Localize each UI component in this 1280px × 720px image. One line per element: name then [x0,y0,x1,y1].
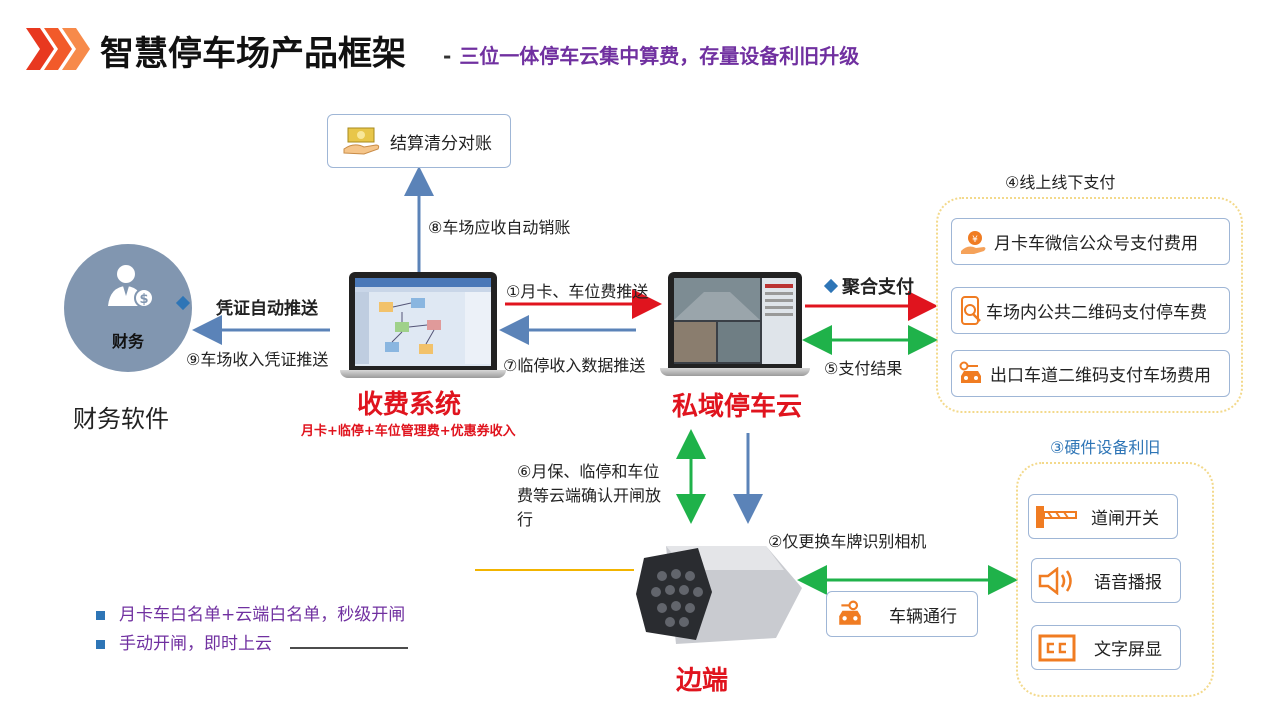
private-cloud-label: 私域停车云 [672,392,803,422]
car-key-icon [839,600,861,625]
license-plate-camera-icon [636,546,802,644]
settlement-label: 结算清分对账 [390,133,492,154]
svg-text:¥: ¥ [972,235,978,245]
payment-item-label: 出口车道二维码支付车场费用 [990,366,1211,386]
charging-system-sub: 月卡+临停+车位管理费+优惠券收入 [301,424,516,439]
charging-system-laptop [340,272,506,380]
payment-group [936,197,1243,413]
subtitle-dash: - [443,44,452,68]
fee-push-label: ①月卡、车位费推送 [506,282,649,301]
money-hand-icon [343,127,380,155]
hardware-item-barrier: 道闸开关 [1028,494,1178,539]
voucher-push-label: 凭证自动推送 [216,299,318,319]
hardware-group [1016,462,1214,697]
pay-result-label: ⑤支付结果 [824,359,903,378]
display-cc-icon [1038,634,1076,661]
bullet-square-icon [96,639,105,649]
coin-hand-icon: ¥ [961,230,986,254]
camera-only-label: ②仅更换车牌识别相机 [768,532,927,551]
settlement-box: 结算清分对账 [327,114,511,168]
hardware-item-display: 文字屏显 [1031,625,1181,670]
hardware-item-label: 道闸开关 [1091,509,1159,529]
hardware-item-speaker: 语音播报 [1031,558,1181,603]
hardware-item-label: 文字屏显 [1094,640,1162,660]
payment-title: ④线上线下支付 [1005,173,1116,192]
temp-income-label: ⑦临停收入数据推送 [503,356,646,375]
phone-search-icon [961,295,981,325]
payment-item-qr-exit: 出口车道二维码支付车场费用 [951,350,1230,397]
bullet-square-icon [96,610,105,620]
legend-item: 月卡车白名单+云端白名单，秒级开闸 [96,600,405,625]
aggregate-pay-label: 聚合支付 [842,277,914,298]
page-title: 智慧停车场产品框架 [100,34,406,74]
finance-circle-label: 财务 [111,332,144,351]
car-key-icon [959,361,981,383]
payment-item-qr-public: 车场内公共二维码支付停车费 [951,287,1230,334]
vehicle-pass-label: 车辆通行 [889,606,957,627]
subtitle-text: 三位一体停车云集中算费，存量设备利旧升级 [459,44,860,68]
auto-writeoff-label: ⑧车场应收自动销账 [428,218,571,237]
finance-circle: $ 财务 [64,244,192,372]
finance-person-icon: $ [108,265,154,308]
payment-item-label: 月卡车微信公众号支付费用 [994,234,1198,254]
legend-item: 手动开闸，即时上云 [96,629,272,654]
speaker-icon [1038,566,1072,595]
camera-feeds-screen-icon [674,278,796,364]
private-cloud-laptop [660,272,810,378]
hardware-item-label: 语音播报 [1094,573,1162,593]
finance-software-label: 财务软件 [73,405,169,433]
legend-item-label: 手动开闸，即时上云 [119,634,272,654]
page-subtitle: -三位一体停车云集中算费，存量设备利旧升级 [443,40,859,69]
legend-item-label: 月卡车白名单+云端白名单，秒级开闸 [119,605,406,625]
chevron-logo-icon [26,28,90,70]
cloud-confirm-label: ⑥月保、临停和车位费等云端确认开闸放行 [517,462,662,529]
edge-label: 边端 [676,666,729,696]
charging-system-label: 收费系统 [357,390,462,420]
barrier-gate-icon [1036,505,1077,528]
svg-text:$: $ [139,292,148,307]
income-voucher-label: ⑨车场收入凭证推送 [186,350,329,369]
hardware-title: ③硬件设备利旧 [1050,438,1161,457]
flowchart-screen-icon [355,292,491,364]
payment-item-wechat: ¥ 月卡车微信公众号支付费用 [951,218,1230,265]
vehicle-pass-box: 车辆通行 [826,591,978,637]
payment-item-label: 车场内公共二维码支付停车费 [986,303,1207,323]
